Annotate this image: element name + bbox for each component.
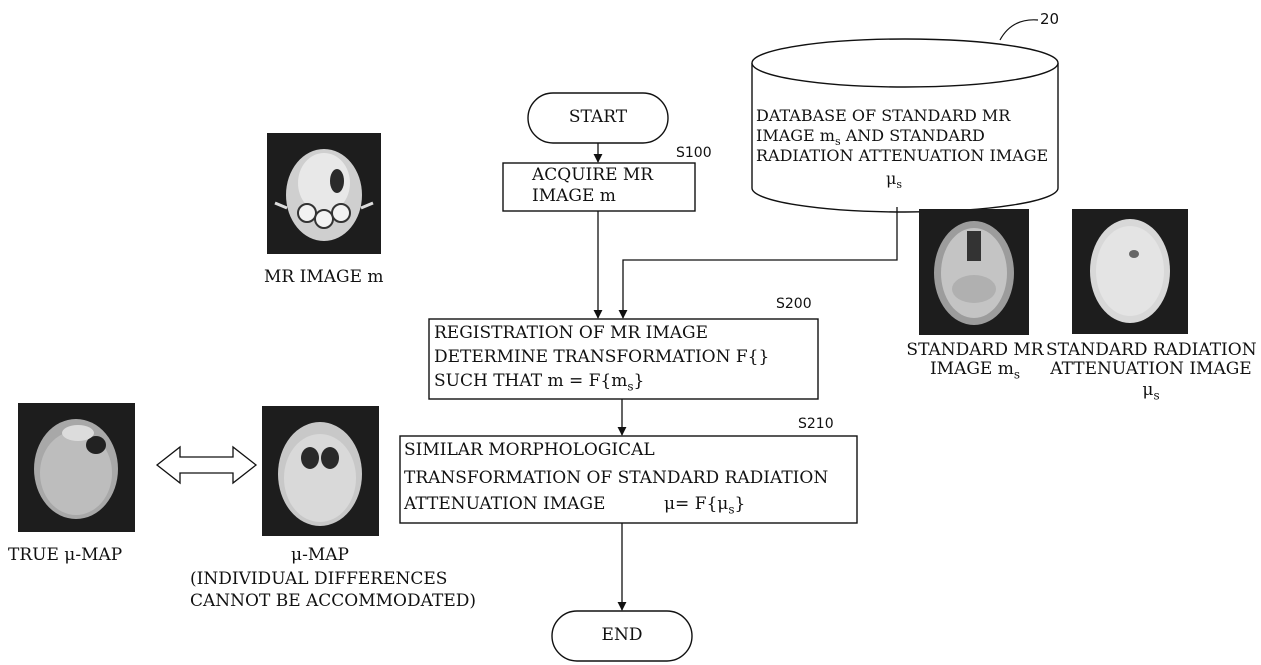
database-line-4: μs xyxy=(886,169,903,192)
start-label: START xyxy=(568,107,628,127)
s200-box xyxy=(428,318,819,400)
standard-rad-caption-3: μs xyxy=(1142,380,1160,403)
s210-line-1: SIMILAR MORPHOLOGICAL xyxy=(404,440,655,460)
mu-map-note-2: CANNOT BE ACCOMMODATED) xyxy=(190,591,476,611)
database-line-3: RADIATION ATTENUATION IMAGE xyxy=(756,146,1049,165)
s210-line-3: ATTENUATION IMAGE xyxy=(404,494,606,514)
s100-line-1: ACQUIRE MR xyxy=(532,165,654,185)
standard-radiation-image-picture xyxy=(1072,209,1188,334)
mu-map-caption: μ-MAP xyxy=(291,545,349,565)
database-ref-number: 20 xyxy=(1040,10,1060,28)
s100-box xyxy=(502,162,696,212)
step-label-s100: S100 xyxy=(676,145,712,161)
s200-line-1: REGISTRATION OF MR IMAGE xyxy=(434,323,709,343)
standard-rad-caption-2: ATTENUATION IMAGE xyxy=(1050,359,1252,379)
database-line-2: IMAGE ms AND STANDARD xyxy=(756,126,985,149)
standard-rad-caption-1: STANDARD RADIATION xyxy=(1046,340,1257,360)
ref-leader-line xyxy=(999,19,1039,41)
s210-box xyxy=(399,435,858,524)
true-mu-map-picture xyxy=(18,403,135,532)
standard-mr-caption-2: IMAGE ms xyxy=(929,359,1021,382)
arrow-db-s200 xyxy=(618,207,898,319)
database-cylinder xyxy=(751,38,1059,213)
standard-mr-caption-1: STANDARD MR xyxy=(906,340,1044,360)
database-line-1: DATABASE OF STANDARD MR xyxy=(756,106,1011,125)
comparison-double-arrow xyxy=(155,445,258,485)
mr-image-caption: MR IMAGE m xyxy=(264,267,384,287)
end-terminal xyxy=(551,610,693,662)
s200-line-3: SUCH THAT m = F{ms} xyxy=(434,371,645,394)
s200-line-2: DETERMINE TRANSFORMATION F{} xyxy=(434,347,770,367)
mu-map-note-1: (INDIVIDUAL DIFFERENCES xyxy=(190,569,448,589)
standard-mr-image-picture xyxy=(919,209,1029,335)
step-label-s200: S200 xyxy=(776,296,812,312)
step-label-s210: S210 xyxy=(798,416,834,432)
true-mu-map-caption: TRUE μ-MAP xyxy=(8,545,123,565)
s100-line-2: IMAGE m xyxy=(532,186,616,206)
s210-formula: μ= F{μs} xyxy=(664,494,746,517)
end-label: END xyxy=(601,625,643,645)
mu-map-picture xyxy=(262,406,379,536)
mr-image-m-picture xyxy=(267,133,381,254)
s210-line-2: TRANSFORMATION OF STANDARD RADIATION xyxy=(404,468,829,488)
